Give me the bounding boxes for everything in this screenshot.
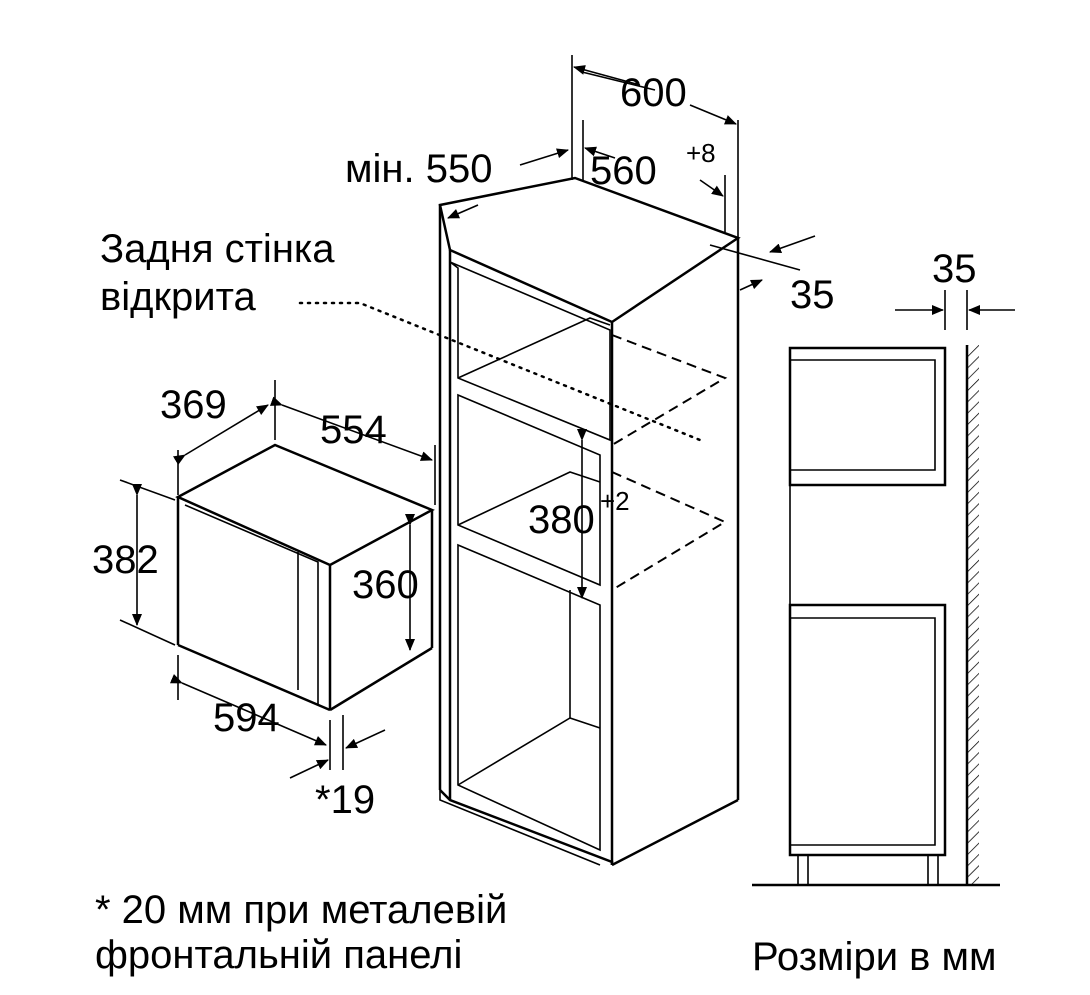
dim-560-tolerance: +8 <box>686 138 716 168</box>
back-wall-label-2: відкрита <box>100 275 256 319</box>
dim-380: 380 <box>528 498 595 542</box>
dim-19: *19 <box>315 778 375 822</box>
dim-369: 369 <box>160 383 227 427</box>
back-wall-label-1: Задня стінка <box>100 227 335 271</box>
side-view <box>752 290 1015 887</box>
units-label: Розміри в мм <box>752 935 997 979</box>
dim-554: 554 <box>320 408 387 452</box>
dim-380-tolerance: +2 <box>600 486 630 516</box>
dim-600: 600 <box>620 71 687 115</box>
dim-lines-cabinet <box>298 55 816 599</box>
dim-382: 382 <box>92 538 159 582</box>
dim-min-550: мін. 550 <box>345 147 492 191</box>
dim-594: 594 <box>213 696 280 740</box>
microwave <box>119 380 436 779</box>
dim-35-side: 35 <box>932 247 977 291</box>
dim-360: 360 <box>352 563 419 607</box>
footnote-line-2: фронтальній панелі <box>95 933 462 977</box>
footnote-line-1: * 20 мм при металевій <box>95 888 507 932</box>
dim-560: 560 <box>590 149 657 193</box>
tall-cabinet <box>438 176 741 867</box>
dim-35-top: 35 <box>790 273 835 317</box>
